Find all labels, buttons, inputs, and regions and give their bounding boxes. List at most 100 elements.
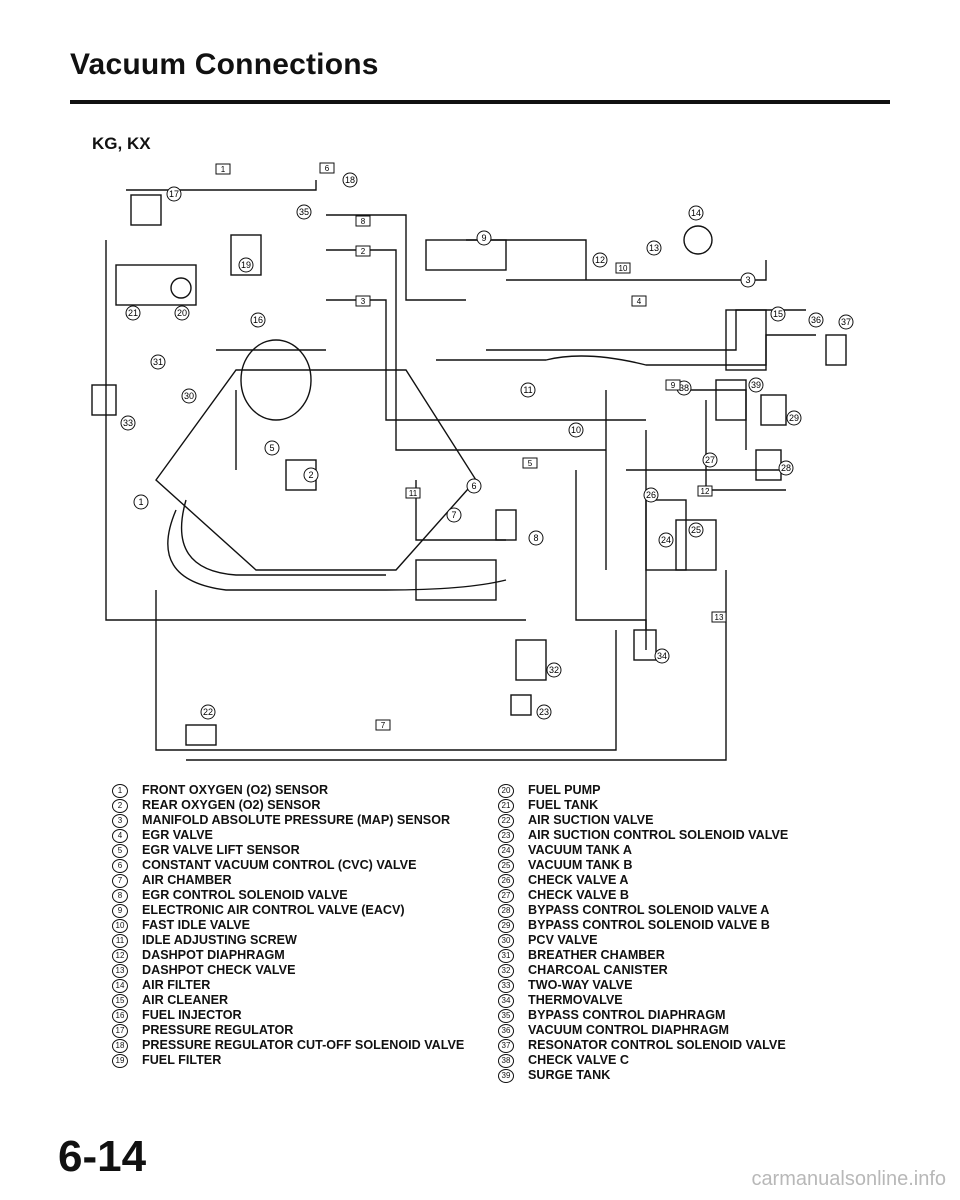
hose-line xyxy=(155,590,617,751)
svg-text:28: 28 xyxy=(781,463,791,473)
legend-number: 5 xyxy=(112,844,128,858)
air-cleaner-box xyxy=(725,309,767,371)
hose-line xyxy=(186,570,727,761)
svg-text:5: 5 xyxy=(269,443,274,453)
legend-number: 3 xyxy=(112,814,128,828)
callout-5: 5 xyxy=(264,440,280,456)
svg-text:13: 13 xyxy=(715,613,724,622)
svg-text:8: 8 xyxy=(361,217,366,226)
legend-number: 33 xyxy=(498,979,514,993)
legend-label: EGR VALVE LIFT SENSOR xyxy=(142,843,300,857)
catalytic-converter xyxy=(415,559,497,601)
legend-label: AIR SUCTION CONTROL SOLENOID VALVE xyxy=(528,828,789,842)
legend-number: 8 xyxy=(112,889,128,903)
egr-solenoid xyxy=(495,509,517,541)
svg-text:12: 12 xyxy=(595,255,605,265)
svg-text:21: 21 xyxy=(128,308,138,318)
callout-34: 34 xyxy=(654,648,670,664)
legend-label: PRESSURE REGULATOR xyxy=(142,1023,294,1037)
callout-17: 17 xyxy=(166,186,182,202)
legend-number: 25 xyxy=(498,859,514,873)
legend-number: 9 xyxy=(112,904,128,918)
callout-6: 6 xyxy=(466,478,482,494)
legend-number: 11 xyxy=(112,934,128,948)
svg-text:15: 15 xyxy=(773,309,783,319)
hose-line xyxy=(575,470,647,650)
legend-number: 29 xyxy=(498,919,514,933)
callout-31: 31 xyxy=(150,354,166,370)
title-rule xyxy=(70,100,890,104)
legend-number: 6 xyxy=(112,859,128,873)
callout-32: 32 xyxy=(546,662,562,678)
svg-text:30: 30 xyxy=(184,391,194,401)
legend-label: DASHPOT CHECK VALVE xyxy=(142,963,296,977)
legend-number: 18 xyxy=(112,1039,128,1053)
svg-text:26: 26 xyxy=(646,490,656,500)
air-filter xyxy=(683,225,713,255)
svg-text:36: 36 xyxy=(811,315,821,325)
exhaust-pipe xyxy=(167,509,507,591)
legend-label: IDLE ADJUSTING SCREW xyxy=(142,933,297,947)
svg-text:4: 4 xyxy=(637,297,642,306)
legend-label: VACUUM TANK A xyxy=(528,843,633,857)
page-title: Vacuum Connections xyxy=(70,48,379,81)
callout-29: 29 xyxy=(786,410,802,426)
hose-tag-2: 2 xyxy=(355,245,371,257)
bypass-solenoid-b xyxy=(760,394,787,426)
hose-line xyxy=(415,480,506,541)
legend-item: 3 MANIFOLD ABSOLUTE PRESSURE (MAP) SENSOR xyxy=(112,813,464,828)
legend-number: 24 xyxy=(498,844,514,858)
legend-number: 38 xyxy=(498,1054,514,1068)
callout-30: 30 xyxy=(181,388,197,404)
legend-label: FUEL INJECTOR xyxy=(142,1008,242,1022)
callout-24: 24 xyxy=(658,532,674,548)
legend-label: RESONATOR CONTROL SOLENOID VALVE xyxy=(528,1038,786,1052)
callout-1: 1 xyxy=(133,494,149,510)
svg-text:29: 29 xyxy=(789,413,799,423)
callout-8: 8 xyxy=(528,530,544,546)
legend-number: 12 xyxy=(112,949,128,963)
vacuum-tank-a xyxy=(645,499,687,571)
legend-number: 39 xyxy=(498,1069,514,1083)
legend-label: MANIFOLD ABSOLUTE PRESSURE (MAP) SENSOR xyxy=(142,813,451,827)
hose-network xyxy=(91,180,847,761)
callout-35: 35 xyxy=(296,204,312,220)
plenum xyxy=(240,339,312,421)
svg-text:27: 27 xyxy=(705,455,715,465)
callout-group: 1 2 3 4 5 6 7 8 9 10 11 12 13 14 15 16 1… xyxy=(120,172,854,720)
legend-item: 5 EGR VALVE LIFT SENSOR xyxy=(112,843,464,858)
legend-label: CHARCOAL CANISTER xyxy=(528,963,668,977)
hose-line xyxy=(486,309,806,351)
hose-line xyxy=(466,239,587,280)
hose-tag-8: 8 xyxy=(355,215,371,227)
svg-text:37: 37 xyxy=(841,317,851,327)
callout-15: 15 xyxy=(770,306,786,322)
legend-number: 21 xyxy=(498,799,514,813)
svg-text:11: 11 xyxy=(409,489,418,498)
callout-10: 10 xyxy=(568,422,584,438)
svg-text:24: 24 xyxy=(661,535,671,545)
svg-text:38: 38 xyxy=(679,383,689,393)
hose-tag-7: 7 xyxy=(375,719,391,731)
callout-2: 2 xyxy=(303,467,319,483)
hose-tag-6: 6 xyxy=(319,162,335,174)
hose-line xyxy=(506,260,767,281)
callout-25: 25 xyxy=(688,522,704,538)
legend-number: 13 xyxy=(112,964,128,978)
callout-9: 9 xyxy=(476,230,492,246)
legend-item: 13 DASHPOT CHECK VALVE xyxy=(112,963,464,978)
legend-number: 19 xyxy=(112,1054,128,1068)
callout-14: 14 xyxy=(688,205,704,221)
